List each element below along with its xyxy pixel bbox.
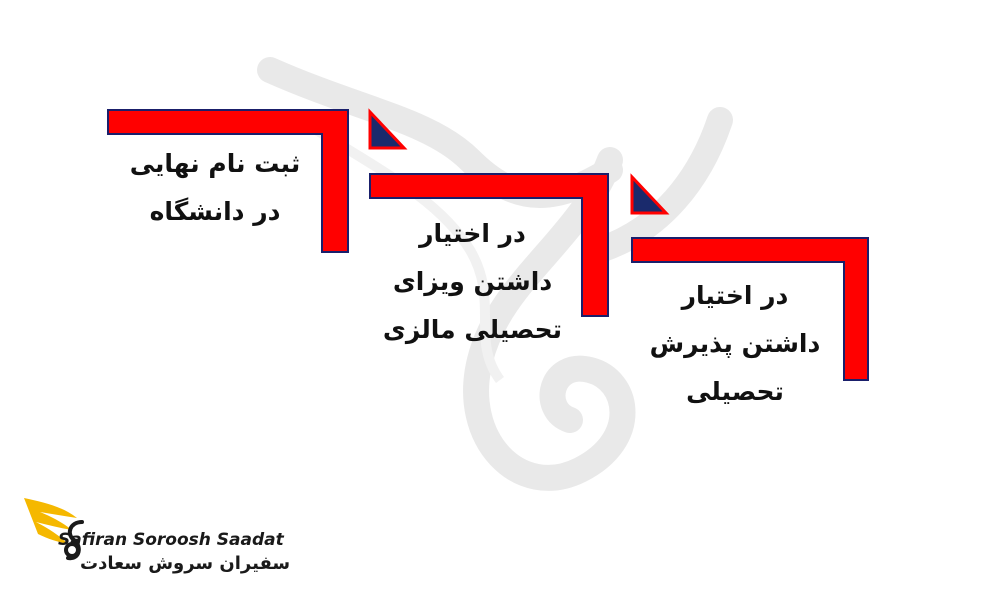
step-1-line-1: ثبت نام نهایی xyxy=(129,149,301,178)
step-text-3: در اختیار داشتن پذیرش تحصیلی xyxy=(630,272,840,416)
bracket-shape-3 xyxy=(631,237,869,381)
corner-triangle-3 xyxy=(630,173,670,215)
step-2-line-1: در اختیار xyxy=(419,219,526,248)
brand-name-en: Safiran Soroosh Saadat xyxy=(58,530,284,550)
step-text-1: ثبت نام نهایی در دانشگاه xyxy=(100,140,330,236)
step-3-line-2: داشتن پذیرش xyxy=(649,329,821,358)
bracket-shape-2 xyxy=(369,173,609,317)
step-2-line-3: تحصیلی مالزی xyxy=(382,315,563,344)
step-3-line-1: در اختیار xyxy=(681,281,789,310)
corner-triangle-2 xyxy=(368,108,408,150)
step-2-line-2: داشتن ویزای xyxy=(392,267,553,296)
bracket-shape-1 xyxy=(107,109,349,253)
brand-name-fa: سفیران سروش سعادت xyxy=(80,553,291,574)
brand-logo-icon xyxy=(24,498,84,561)
step-3-line-3: تحصیلی xyxy=(686,377,784,406)
step-1-line-2: در دانشگاه xyxy=(149,197,281,226)
step-text-2: در اختیار داشتن ویزای تحصیلی مالزی xyxy=(365,210,580,354)
